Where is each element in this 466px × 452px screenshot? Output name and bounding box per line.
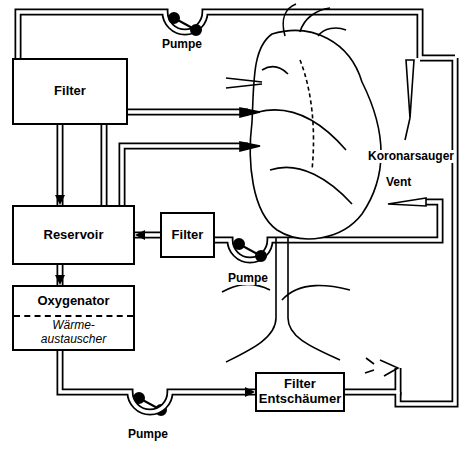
filter-box: Filter bbox=[12, 58, 128, 125]
reservoir-box: Reservoir bbox=[12, 205, 135, 265]
box-text: Filter Entschäumer bbox=[259, 377, 341, 407]
part-label: Koronarsauger bbox=[366, 150, 456, 163]
pump-label: Pumpe bbox=[160, 38, 204, 51]
oxygenator-box: OxygenatorWärme- austauscher bbox=[12, 285, 135, 351]
box-text: Wärme- austauscher bbox=[14, 315, 133, 349]
tube-connector bbox=[135, 235, 160, 236]
box-text: Filter bbox=[54, 84, 86, 99]
filter-box: Filter bbox=[160, 212, 215, 258]
pump-label: Pumpe bbox=[126, 428, 170, 441]
tube-connector bbox=[60, 125, 61, 205]
box-text: Filter bbox=[172, 228, 204, 243]
part-label: Vent bbox=[384, 176, 413, 189]
tube-connector bbox=[60, 265, 61, 285]
pump-label: Pumpe bbox=[226, 272, 270, 285]
box-text: Oxygenator bbox=[14, 287, 133, 315]
heart bbox=[226, 4, 426, 239]
filter-box: Filter Entschäumer bbox=[255, 372, 345, 412]
pump-rotor bbox=[134, 13, 266, 415]
aorta-tree bbox=[222, 238, 398, 376]
tube-connector bbox=[60, 351, 255, 412]
box-text: Reservoir bbox=[44, 228, 104, 243]
